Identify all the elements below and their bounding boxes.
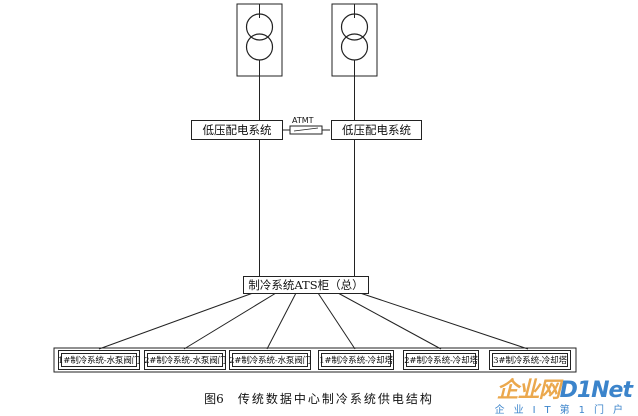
ats-fanout-lines bbox=[98, 292, 529, 350]
load-panel-frame bbox=[53, 347, 577, 373]
atmt-label: ATMT bbox=[292, 116, 314, 125]
watermark-tagline: 企业IT第1门户 bbox=[494, 405, 632, 416]
load-label-2: 2#制冷系统-水泵阀门 bbox=[143, 356, 227, 366]
load-label-3: 2#制冷系统-水泵阀门 bbox=[228, 356, 312, 366]
watermark-brand-b: D1Net bbox=[559, 378, 633, 403]
ats-main-cabinet: 制冷系统ATS柜（总） bbox=[243, 276, 369, 294]
figure-title: 传统数据中心制冷系统供电结构 bbox=[237, 392, 434, 406]
load-box-1: 1#制冷系统-水泵阀门 bbox=[58, 350, 140, 370]
load-box-2: 2#制冷系统-水泵阀门 bbox=[144, 350, 226, 370]
figure-number: 图6 bbox=[204, 392, 224, 406]
ats-main-label: 制冷系统ATS柜（总） bbox=[248, 278, 364, 292]
load-box-3: 2#制冷系统-水泵阀门 bbox=[229, 350, 311, 370]
load-label-5: 2#制冷系统-冷却塔 bbox=[404, 356, 478, 366]
load-box-6: 3#制冷系统-冷却塔 bbox=[489, 350, 571, 370]
figure-caption: 图6 传统数据中心制冷系统供电结构 bbox=[0, 390, 638, 407]
load-label-6: 3#制冷系统-冷却塔 bbox=[493, 356, 567, 366]
lv-system-left-label: 低压配电系统 bbox=[202, 123, 272, 137]
load-label-4: 1#制冷系统-冷却塔 bbox=[319, 356, 393, 366]
load-box-4: 1#制冷系统-冷却塔 bbox=[318, 350, 394, 370]
lv-system-left: 低压配电系统 bbox=[191, 120, 283, 140]
lv-system-right-label: 低压配电系统 bbox=[342, 123, 411, 137]
load-label-1: 1#制冷系统-水泵阀门 bbox=[57, 356, 141, 366]
atmt-switch bbox=[289, 125, 323, 135]
lv-system-right: 低压配电系统 bbox=[331, 120, 422, 140]
watermark-brand-a: 企业网 bbox=[496, 378, 561, 403]
load-box-5: 2#制冷系统-冷却塔 bbox=[403, 350, 479, 370]
watermark-logo: 企业网D1Net 企业IT第1门户 bbox=[494, 372, 633, 416]
